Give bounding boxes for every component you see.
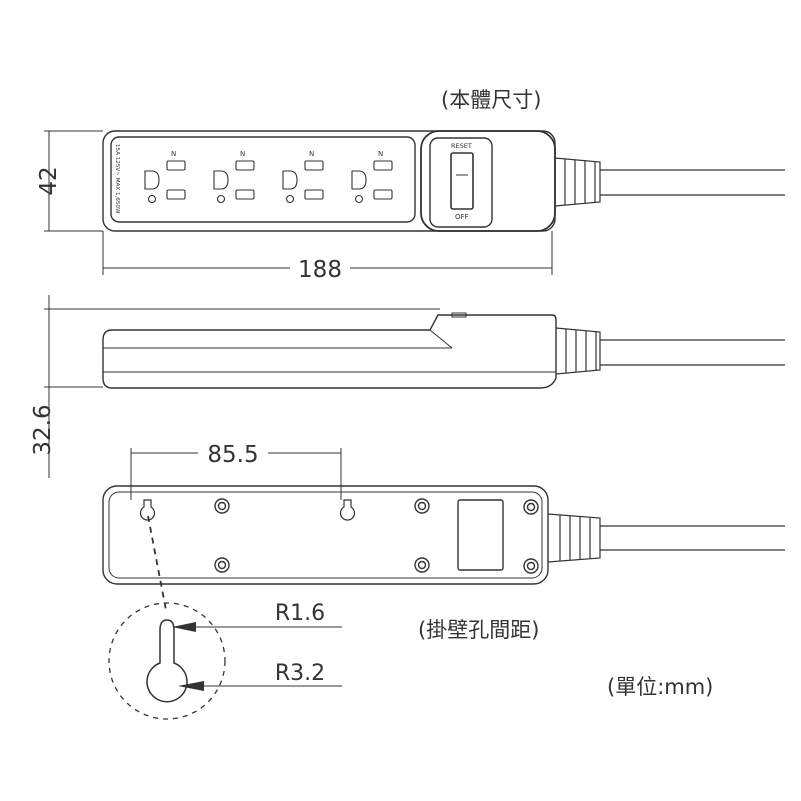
body-size-heading: (本體尺寸) xyxy=(441,88,542,112)
outlet-slot-bottom xyxy=(373,189,393,200)
outlet-slot-top xyxy=(235,160,255,171)
outlet-slot-bottom xyxy=(166,189,186,200)
screw-icon xyxy=(214,557,230,573)
bottom-inner-outline xyxy=(108,491,543,579)
side-body-outline xyxy=(102,314,557,389)
outlet-4: N xyxy=(351,150,393,204)
screw-icon xyxy=(417,501,427,511)
ground-mark-icon xyxy=(354,194,364,204)
ground-mark-icon xyxy=(285,194,295,204)
outlet-slot-bottom xyxy=(304,189,324,200)
bottom-cord xyxy=(547,513,785,563)
top-cord-strain-relief xyxy=(554,157,601,207)
screw-icon xyxy=(523,558,539,574)
screw-icon xyxy=(526,502,536,512)
ground-slot xyxy=(213,170,229,190)
outlet-1: N xyxy=(144,150,186,204)
radius-large-label: R3.2 xyxy=(275,661,325,686)
dim-thickness-label: 32.6 xyxy=(30,404,56,455)
radius-small-arrow-icon xyxy=(172,622,196,632)
outlet-2: N xyxy=(213,150,255,204)
screw-icon xyxy=(214,498,230,514)
top-view xyxy=(44,130,785,275)
neutral-mark: N xyxy=(240,150,245,158)
radius-small-label: R1.6 xyxy=(275,601,325,626)
ground-slot xyxy=(144,170,160,190)
ground-slot xyxy=(282,170,298,190)
side-cord xyxy=(555,327,785,375)
outlets: N N N N xyxy=(144,150,393,204)
reset-switch[interactable] xyxy=(450,152,474,210)
unit-note: (單位:mm) xyxy=(607,675,714,699)
ground-slot xyxy=(351,170,367,190)
side-switch-ramp xyxy=(429,329,453,349)
dim-spacing-label: 85.5 xyxy=(207,442,258,468)
screw-icon xyxy=(526,561,536,571)
label-recess xyxy=(457,499,504,571)
mount-hole-heading: (掛壁孔間距) xyxy=(418,618,540,642)
side-cord-strain-relief xyxy=(555,327,601,375)
dim-height-label: 42 xyxy=(36,166,62,195)
switch-frame xyxy=(429,137,493,228)
top-cord xyxy=(554,157,785,207)
bottom-view xyxy=(102,448,785,720)
keyhole-slot-right xyxy=(339,499,356,521)
neutral-mark: N xyxy=(309,150,314,158)
dim-length-label: 188 xyxy=(298,257,342,283)
screw-icon xyxy=(523,499,539,515)
zoom-detail-circle xyxy=(108,602,226,720)
reset-text: RESET xyxy=(451,142,472,150)
switch-housing xyxy=(420,130,556,232)
keyhole-detail xyxy=(146,619,188,703)
neutral-mark: N xyxy=(171,150,176,158)
screw-icon xyxy=(417,560,427,570)
neutral-mark: N xyxy=(378,150,383,158)
side-view xyxy=(44,295,785,478)
radius-large-arrow-icon xyxy=(178,681,204,691)
outlet-slot-top xyxy=(304,160,324,171)
bottom-body-outline xyxy=(102,485,549,585)
screw-icon xyxy=(414,498,430,514)
bottom-cord-strain-relief xyxy=(547,513,601,563)
screw-icon xyxy=(414,557,430,573)
outlet-3: N xyxy=(282,150,324,204)
outlet-slot-bottom xyxy=(235,189,255,200)
ground-mark-icon xyxy=(147,194,157,204)
ground-mark-icon xyxy=(216,194,226,204)
outlet-panel xyxy=(110,136,416,223)
screw-icon xyxy=(217,560,227,570)
rating-text: 15A 125V~ MAX 1,650W xyxy=(114,144,120,214)
top-body-outline xyxy=(102,130,556,232)
off-text: OFF xyxy=(455,213,469,221)
screw-icon xyxy=(217,501,227,511)
side-switch-bump xyxy=(451,312,467,318)
outlet-slot-top xyxy=(166,160,186,171)
zoom-leader-line xyxy=(147,515,167,611)
outlet-slot-top xyxy=(373,160,393,171)
